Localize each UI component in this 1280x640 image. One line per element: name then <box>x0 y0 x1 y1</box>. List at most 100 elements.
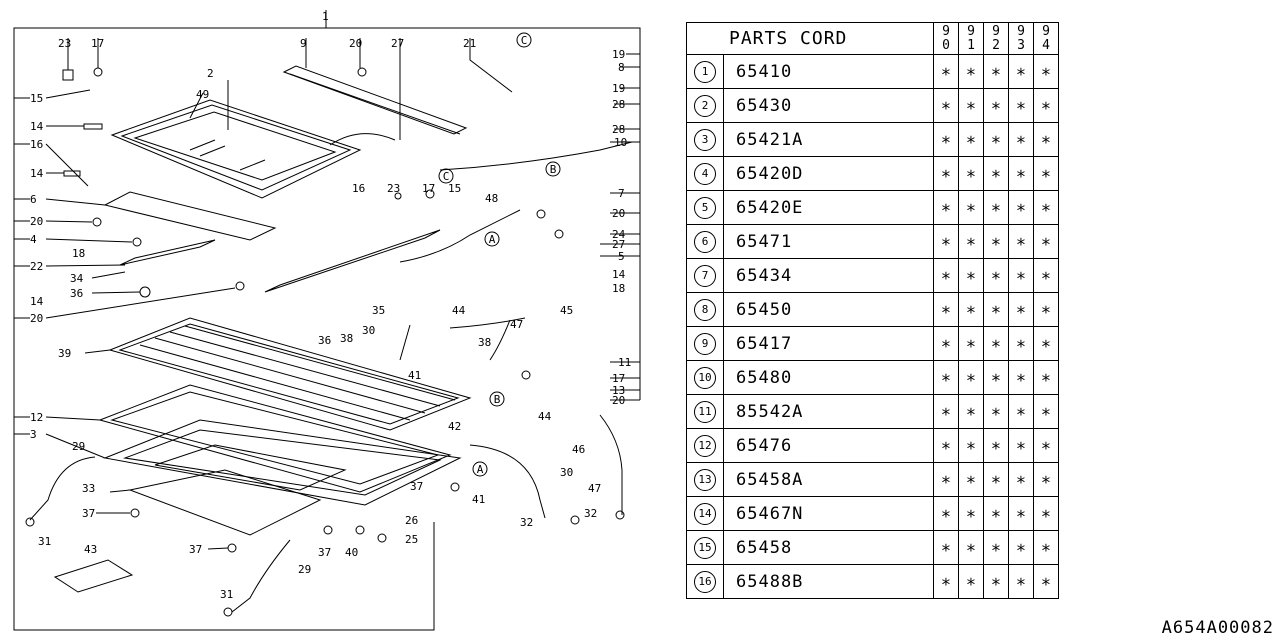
part-code: 65417 <box>723 326 934 361</box>
callout: 43 <box>84 543 97 556</box>
part-code: 65480 <box>723 360 934 395</box>
applicability-mark: ∗ <box>1033 88 1059 123</box>
applicability-mark: ∗ <box>958 428 984 463</box>
callout: 24 <box>612 228 626 241</box>
row-number-cell: 4 <box>686 156 724 191</box>
callout: 35 <box>372 304 385 317</box>
callout: 29 <box>72 440 85 453</box>
applicability-mark: ∗ <box>1008 156 1034 191</box>
row-number-cell: 1 <box>686 54 724 89</box>
applicability-mark: ∗ <box>958 292 984 327</box>
callout: 17 <box>422 182 435 195</box>
row-number: 13 <box>694 469 716 491</box>
part-code: 65458 <box>723 530 934 565</box>
callout: 17 <box>612 372 625 385</box>
callout: 7 <box>618 187 625 200</box>
diagram-code: A654A00082 <box>1161 618 1274 638</box>
applicability-mark: ∗ <box>958 326 984 361</box>
applicability-mark: ∗ <box>1033 428 1059 463</box>
applicability-mark: ∗ <box>1008 564 1034 599</box>
callout: 33 <box>82 482 95 495</box>
applicability-mark: ∗ <box>1033 224 1059 259</box>
applicability-mark: ∗ <box>983 258 1009 293</box>
applicability-mark: ∗ <box>1008 326 1034 361</box>
exploded-parts-diagram: C B C A B A 1 23 17 9 20 27 21 19 8 19 2… <box>13 10 641 631</box>
applicability-mark: ∗ <box>933 564 959 599</box>
applicability-mark: ∗ <box>933 88 959 123</box>
row-number-cell: 6 <box>686 224 724 259</box>
applicability-mark: ∗ <box>1008 530 1034 565</box>
callout: 37 <box>82 507 95 520</box>
applicability-mark: ∗ <box>933 122 959 157</box>
callout: 14 <box>30 120 44 133</box>
callout: 26 <box>405 514 418 527</box>
callout: 20 <box>30 312 43 325</box>
marker-label: C <box>443 170 450 183</box>
part-code: 65471 <box>723 224 934 259</box>
row-number-cell: 15 <box>686 530 724 565</box>
applicability-mark: ∗ <box>1033 326 1059 361</box>
applicability-mark: ∗ <box>958 360 984 395</box>
row-number: 9 <box>694 333 716 355</box>
applicability-mark: ∗ <box>1008 54 1034 89</box>
applicability-mark: ∗ <box>983 428 1009 463</box>
applicability-mark: ∗ <box>983 326 1009 361</box>
applicability-mark: ∗ <box>958 258 984 293</box>
callout: 34 <box>70 272 84 285</box>
row-number-cell: 13 <box>686 462 724 497</box>
callout: 27 <box>391 37 404 50</box>
row-number-cell: 3 <box>686 122 724 157</box>
row-number: 2 <box>694 95 716 117</box>
parts-cord-header: PARTS CORD <box>686 22 934 55</box>
applicability-mark: ∗ <box>933 394 959 429</box>
row-number: 4 <box>694 163 716 185</box>
marker-label: B <box>550 163 557 176</box>
part-code: 65476 <box>723 428 934 463</box>
applicability-mark: ∗ <box>933 496 959 531</box>
callout: 38 <box>340 332 353 345</box>
applicability-mark: ∗ <box>983 394 1009 429</box>
applicability-mark: ∗ <box>1008 122 1034 157</box>
marker-label: C <box>521 34 528 47</box>
parts-drawing <box>25 38 633 617</box>
marker-label: B <box>494 393 501 406</box>
callout: 27 <box>612 238 625 251</box>
applicability-mark: ∗ <box>1008 190 1034 225</box>
applicability-mark: ∗ <box>1008 496 1034 531</box>
applicability-mark: ∗ <box>958 394 984 429</box>
callout: 19 <box>612 82 625 95</box>
year-digit: 9 <box>967 23 975 39</box>
applicability-mark: ∗ <box>933 190 959 225</box>
callout: 28 <box>612 123 625 136</box>
callout: 25 <box>405 533 418 546</box>
callout: 23 <box>387 182 400 195</box>
applicability-mark: ∗ <box>983 190 1009 225</box>
year-digit: 9 <box>942 23 950 39</box>
callout: 41 <box>472 493 485 506</box>
applicability-mark: ∗ <box>933 326 959 361</box>
row-number: 12 <box>694 435 716 457</box>
callout: 23 <box>58 37 71 50</box>
callout: 2 <box>207 67 214 80</box>
callout: 31 <box>220 588 233 601</box>
applicability-mark: ∗ <box>958 530 984 565</box>
row-number-cell: 14 <box>686 496 724 531</box>
applicability-mark: ∗ <box>958 462 984 497</box>
part-code: 65458A <box>723 462 934 497</box>
callout: 13 <box>612 384 625 397</box>
row-number-cell: 16 <box>686 564 724 599</box>
row-number: 14 <box>694 503 716 525</box>
applicability-mark: ∗ <box>958 496 984 531</box>
year-digit: 9 <box>1042 23 1050 39</box>
callout: 37 <box>410 480 423 493</box>
applicability-mark: ∗ <box>1033 258 1059 293</box>
